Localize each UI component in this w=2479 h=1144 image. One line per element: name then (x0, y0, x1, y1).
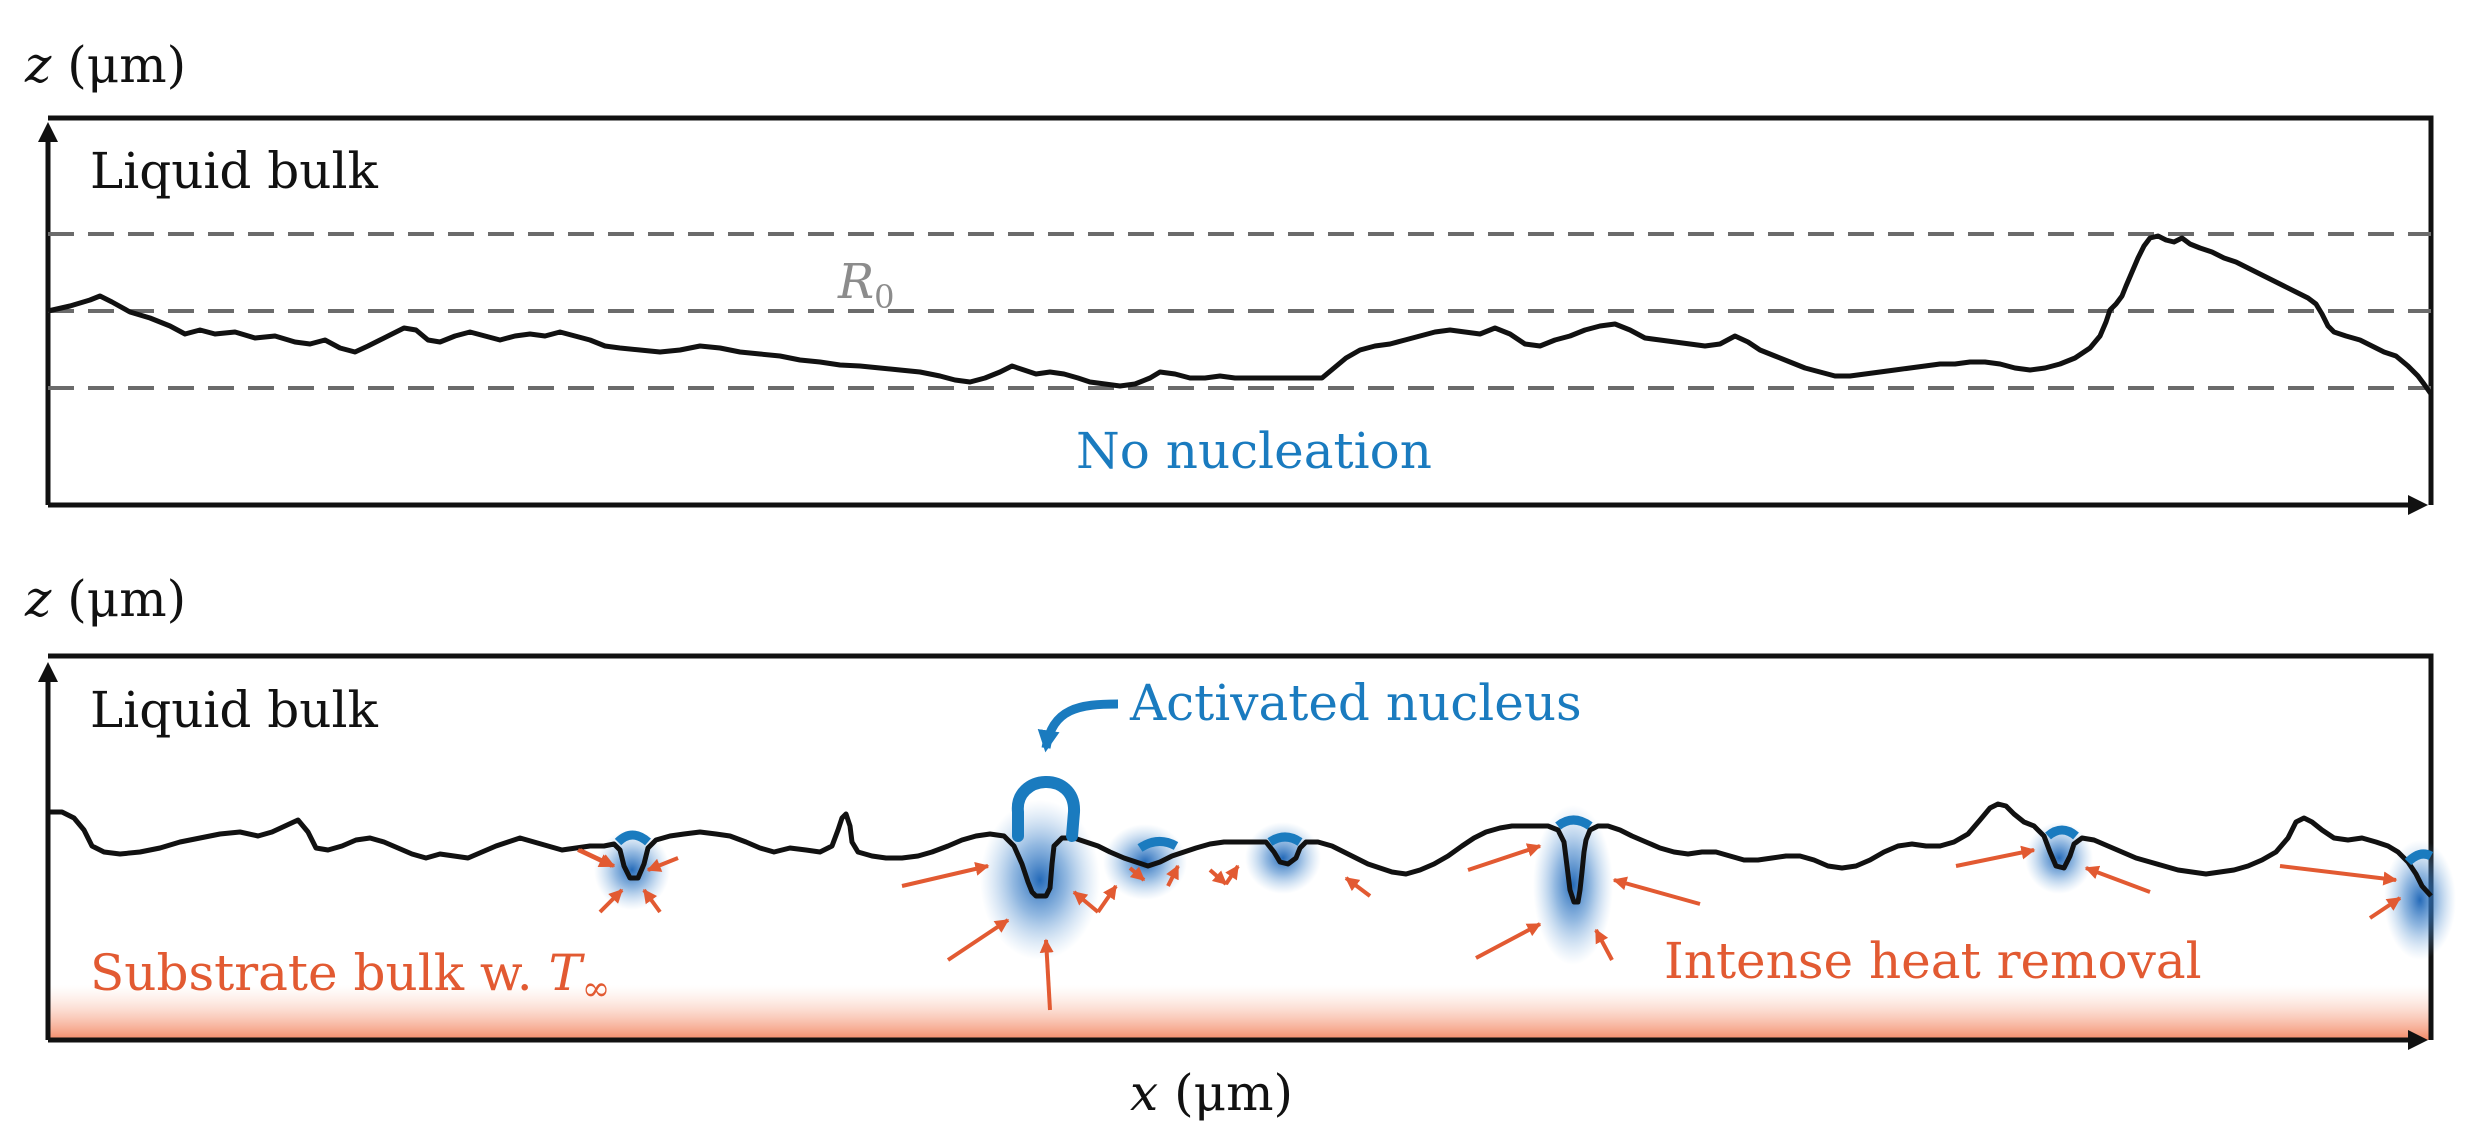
heat-arrow (1344, 876, 1372, 898)
activated-nucleus-bubble (1011, 776, 1080, 842)
cavity-glow (594, 830, 670, 910)
cavity-glow (980, 800, 1100, 960)
heat-arrow (1096, 884, 1118, 914)
cavity-cap (614, 830, 651, 846)
bottom-panel: z (μm) Liquid bulk Activated nucleus (24, 570, 2456, 1122)
heat-arrow (1955, 845, 2036, 868)
top-surface-profile (47, 233, 2434, 396)
heat-arrow (2368, 896, 2402, 920)
heat-arrow (1467, 843, 1542, 872)
x-axis-label: x (μm) (1130, 1064, 1293, 1122)
heat-arrow (1128, 866, 1146, 882)
heat-arrow (1224, 864, 1240, 886)
heat-arrow (946, 918, 1010, 962)
activated-nucleus-label: Activated nucleus (1129, 674, 1582, 732)
heat-arrow (1594, 928, 1614, 961)
cavity-cap (1137, 837, 1179, 852)
cavity-glow (1533, 805, 1613, 965)
no-nucleation-label: No nucleation (1076, 422, 1432, 480)
heat-arrow (646, 856, 679, 872)
heat-arrow (901, 862, 990, 888)
heat-arrow (1039, 938, 1054, 1011)
cavity-cap (1555, 815, 1593, 830)
heat-arrow (1072, 890, 1100, 914)
intense-heat-removal-label: Intense heat removal (1664, 932, 2202, 990)
heat-arrow (642, 888, 662, 914)
substrate-heat-band (48, 985, 2431, 1040)
cavity-cap (1267, 832, 1303, 846)
heat-arrow (2279, 864, 2398, 886)
heat-arrow (579, 848, 616, 868)
heat-arrows (577, 843, 2402, 1011)
bottom-surface-profile (48, 801, 2433, 905)
cavity-caps (614, 815, 2434, 866)
top-panel-frame (48, 115, 2434, 505)
roughness-label: R0 (837, 254, 895, 316)
top-z-axis-label: z (μm) (24, 36, 186, 94)
top-liquid-bulk-label: Liquid bulk (90, 142, 378, 200)
top-panel: z (μm) Liquid bulk R0 No nucleation (24, 36, 2434, 515)
heat-arrow (1166, 864, 1180, 887)
cavity-cap (2404, 849, 2434, 866)
nucleus-pointer-arrow (1037, 699, 1119, 753)
heat-arrow (1208, 868, 1228, 886)
heat-arrow (1475, 922, 1542, 960)
bottom-liquid-bulk-label: Liquid bulk (90, 681, 378, 739)
heat-arrow (1612, 876, 1701, 906)
cavity-cap (2045, 825, 2079, 840)
bottom-z-axis-label: z (μm) (24, 570, 186, 628)
substrate-bulk-label: Substrate bulk w. T∞ (90, 944, 610, 1009)
heat-arrow (598, 888, 624, 914)
heat-arrow (2084, 865, 2151, 894)
cavity-glow (2384, 840, 2456, 960)
